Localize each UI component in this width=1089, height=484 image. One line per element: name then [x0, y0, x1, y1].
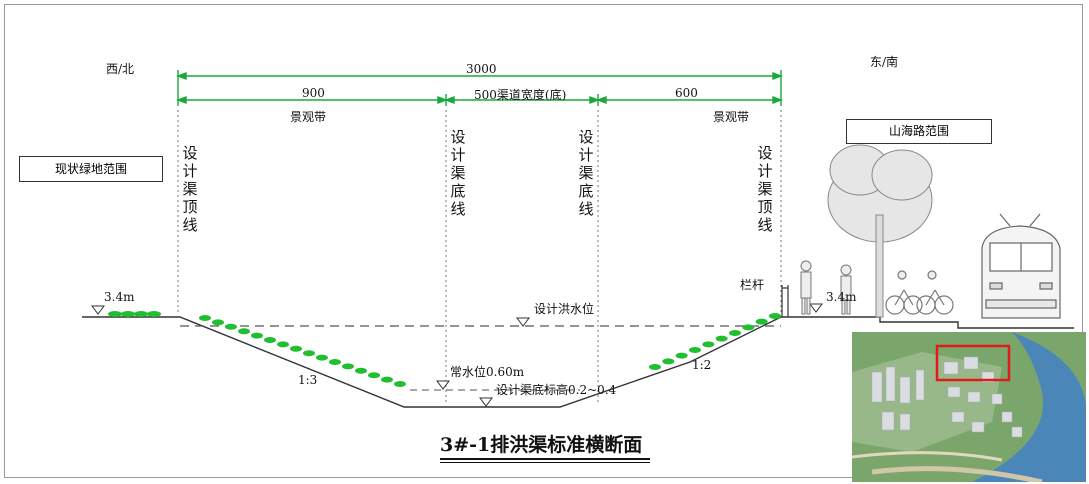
railing-icon	[781, 285, 789, 317]
elevation-left: 3.4m	[104, 290, 135, 304]
title-underline-thin	[440, 462, 650, 463]
grass-left-top	[108, 311, 161, 317]
existing-green-range-box: 现状绿地范围	[19, 156, 163, 182]
tree-icon	[827, 144, 933, 318]
landscape-belt-right: 景观带	[713, 110, 750, 124]
elevation-right: 3.4m	[826, 290, 857, 304]
dimension-right: 600	[675, 86, 698, 100]
location-inset-map	[852, 332, 1086, 482]
direction-right: 东/南	[870, 55, 899, 69]
shanhai-road-range-box: 山海路范围	[846, 119, 992, 144]
dimension-left: 900	[302, 86, 325, 100]
design-top-line-right: 设计渠顶线	[757, 144, 773, 234]
dimension-total: 3000	[466, 62, 497, 76]
dimension-lines	[176, 70, 783, 106]
direction-left: 西/北	[106, 62, 135, 76]
level-markers	[91, 303, 823, 407]
highlight-box	[935, 344, 1011, 382]
design-top-line-left: 设计渠顶线	[182, 144, 198, 234]
dimension-middle: 500渠道宽度(底)	[474, 88, 567, 102]
design-bottom-line-right: 设计渠底线	[578, 128, 594, 218]
cyclist-icons	[885, 270, 954, 315]
channel-profile	[82, 316, 1074, 408]
normal-water-level: 常水位0.60m	[450, 365, 525, 379]
slope-left: 1:3	[298, 373, 318, 387]
design-bottom-line-left: 设计渠底线	[450, 128, 466, 218]
drawing-frame	[4, 4, 1083, 478]
drawing-title: 3#-1排洪渠标准横断面	[440, 434, 643, 456]
grass-left-slope	[199, 315, 406, 387]
pedestrian-icons	[800, 260, 852, 315]
guide-lines	[177, 110, 782, 405]
train-icon	[981, 213, 1061, 319]
grass-right-slope	[649, 313, 781, 370]
landscape-belt-left: 景观带	[290, 110, 327, 124]
design-bottom-elevation: 设计渠底标高0.2~0.4	[496, 383, 617, 397]
design-flood-level: 设计洪水位	[534, 302, 595, 316]
slope-right: 1:2	[692, 358, 712, 372]
aerial-view-image	[852, 332, 1086, 482]
title-underline	[440, 458, 650, 460]
railing-label: 栏杆	[740, 278, 765, 292]
